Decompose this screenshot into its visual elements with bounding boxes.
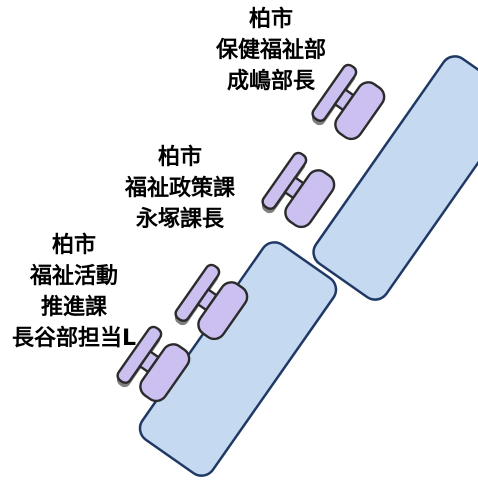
attendee-label-1: 柏市 保健福祉部 成嶋部長: [196, 4, 346, 97]
label-3-line-3: 推進課: [40, 295, 107, 320]
label-2-line-1: 柏市: [157, 145, 202, 170]
label-3-line-4: 長谷部担当L: [11, 326, 137, 351]
chair-3: [172, 261, 254, 347]
label-1-line-1: 柏市: [248, 7, 293, 32]
chair-2: [259, 149, 341, 235]
label-2-line-3: 永塚課長: [135, 207, 224, 232]
chair-4: [114, 323, 196, 409]
attendee-label-2: 柏市 福祉政策課 永塚課長: [100, 142, 260, 235]
label-1-line-3: 成嶋部長: [226, 69, 315, 94]
label-2-line-2: 福祉政策課: [124, 176, 235, 201]
label-3-line-2: 福祉活動: [29, 264, 118, 289]
table-upper: [312, 55, 478, 301]
label-3-line-1: 柏市: [51, 233, 96, 258]
attendee-label-3: 柏市 福祉活動 推進課 長谷部担当L: [0, 230, 148, 354]
chair-1: [309, 61, 391, 147]
label-1-line-2: 保健福祉部: [215, 38, 326, 63]
